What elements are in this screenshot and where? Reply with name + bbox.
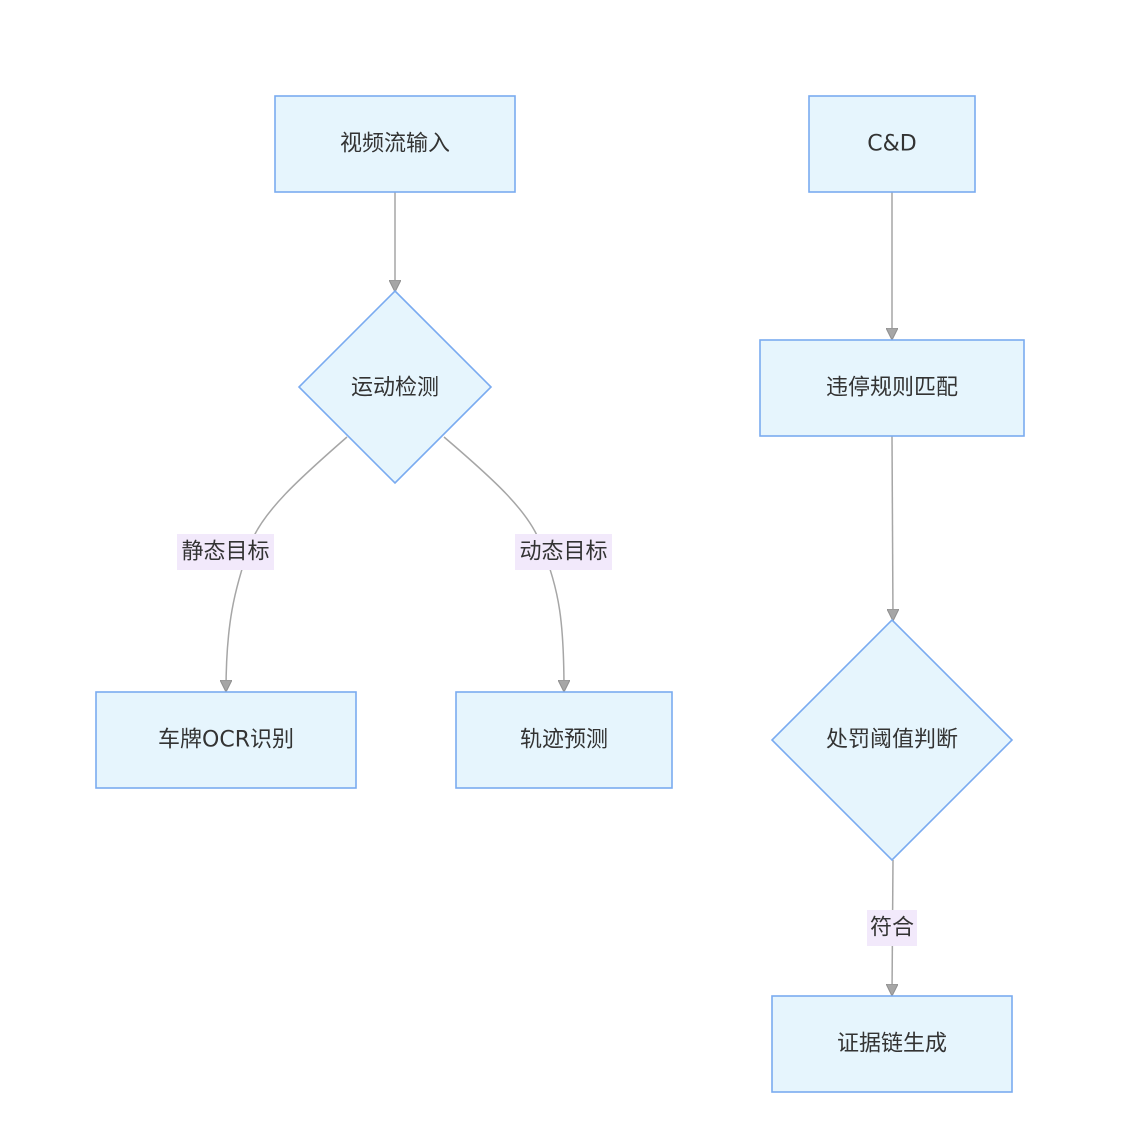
node-cd[interactable]: C&D — [808, 95, 976, 193]
node-motion-detect[interactable]: 运动检测 — [297, 289, 493, 485]
node-motion-detect-label: 运动检测 — [351, 376, 439, 401]
node-evidence-chain-label: 证据链生成 — [837, 1032, 947, 1057]
node-cd-label: C&D — [867, 132, 916, 157]
edge-label-match-text: 符合 — [870, 916, 914, 941]
node-plate-ocr[interactable]: 车牌OCR识别 — [95, 691, 357, 789]
edge-label-dynamic: 动态目标 — [515, 534, 612, 570]
node-trajectory[interactable]: 轨迹预测 — [455, 691, 673, 789]
node-penalty-threshold-label: 处罚阈值判断 — [826, 728, 958, 753]
edge-label-match: 符合 — [867, 910, 917, 946]
node-penalty-threshold[interactable]: 处罚阈值判断 — [770, 618, 1014, 862]
edge-label-static: 静态目标 — [177, 534, 274, 570]
node-rule-match-label: 违停规则匹配 — [826, 376, 958, 401]
edges — [226, 192, 893, 995]
edge-rule-to-penalty — [892, 435, 893, 620]
node-plate-ocr-label: 车牌OCR识别 — [158, 728, 294, 753]
node-video-input[interactable]: 视频流输入 — [274, 95, 516, 193]
node-trajectory-label: 轨迹预测 — [520, 728, 608, 753]
node-evidence-chain[interactable]: 证据链生成 — [771, 995, 1013, 1093]
edge-label-static-text: 静态目标 — [181, 540, 269, 565]
node-rule-match[interactable]: 违停规则匹配 — [759, 339, 1025, 437]
node-video-input-label: 视频流输入 — [340, 132, 450, 157]
edge-label-dynamic-text: 动态目标 — [519, 540, 607, 565]
